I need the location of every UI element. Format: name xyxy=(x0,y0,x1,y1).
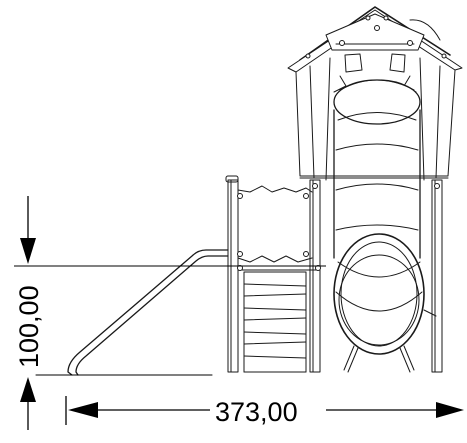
handrail xyxy=(67,249,229,376)
height-dimension-label: 100,00 xyxy=(14,285,44,368)
tube-slide xyxy=(333,79,437,373)
width-dimension xyxy=(65,396,464,425)
width-dimension-label: 373,00 xyxy=(215,397,298,427)
tower-house xyxy=(295,53,456,181)
climbing-wall xyxy=(243,271,307,373)
height-dimension xyxy=(14,196,326,430)
tower-posts xyxy=(299,177,449,373)
playground-structure xyxy=(35,6,463,376)
roof xyxy=(287,6,463,73)
